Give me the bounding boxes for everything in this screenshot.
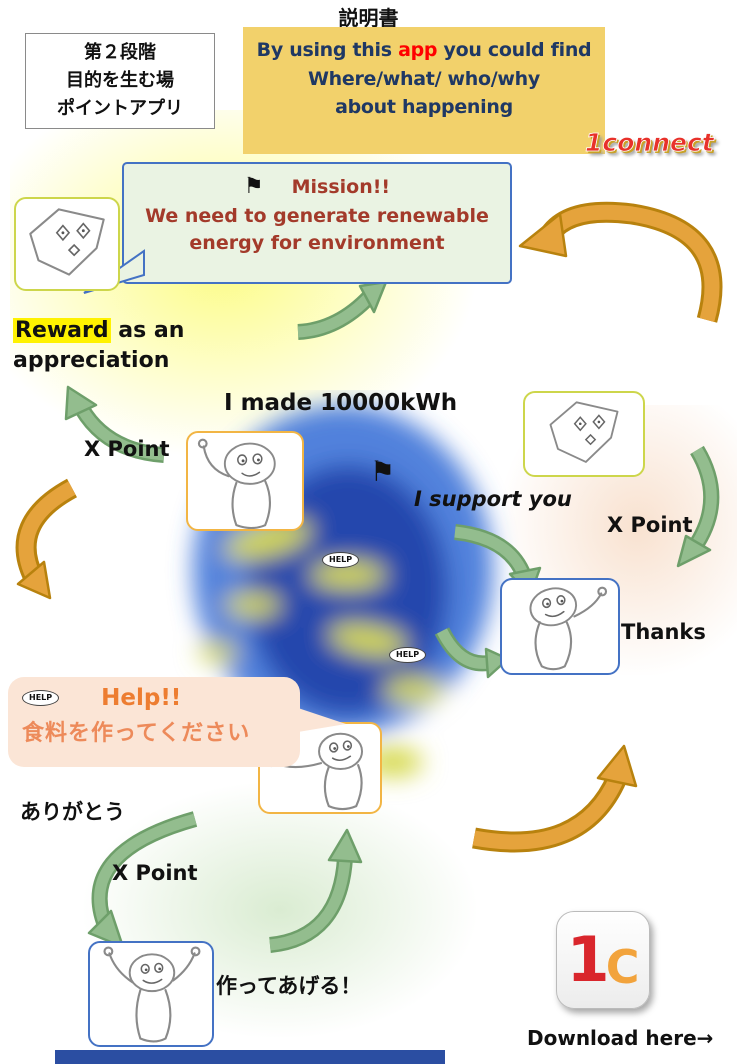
i-support-you-label: I support you: [414, 487, 572, 511]
stage-line-1: 第２段階: [84, 42, 156, 63]
oneconnect-logo: 1connect: [585, 128, 715, 158]
app-icon[interactable]: 1 C: [556, 911, 650, 1009]
banner-line-1: By using this app you could find: [243, 36, 605, 65]
bottom-blue-strip: [55, 1050, 445, 1064]
curved-arrow-green-to-thanks: [434, 627, 510, 679]
creature-character-right: [523, 391, 645, 477]
reward-line-2: appreciation: [13, 347, 170, 373]
help-speech-bubble: HELP Help!! 食料を作ってください: [8, 677, 300, 767]
mission-line-2: energy for environment: [189, 232, 445, 255]
x-point-right-label: X Point: [607, 513, 693, 537]
mission-title: Mission!!: [291, 176, 391, 198]
i-made-label: I made 10000kWh: [224, 390, 458, 416]
download-here-link[interactable]: Download here→: [527, 1026, 714, 1050]
stage-box: 第２段階 目的を生む場 ポイントアプリ: [25, 33, 215, 129]
curved-arrow-orange-top-right: [518, 201, 723, 323]
mission-title-row: ⚑ Mission!!: [124, 171, 510, 203]
food-maker-character: [88, 941, 214, 1047]
page-title: 説明書: [338, 6, 399, 30]
banner-line-2: Where/what/ who/why: [308, 67, 540, 90]
help-title-row: HELP Help!!: [22, 685, 290, 711]
stage-line-3: ポイントアプリ: [57, 97, 183, 119]
help-mini-bubble-1: HELP: [322, 552, 360, 568]
energy-maker-character: [186, 431, 304, 531]
curved-arrow-green-right-edge: [676, 445, 720, 568]
curved-arrow-green-bottom-center: [268, 828, 363, 953]
x-point-bottom-label: X Point: [112, 861, 198, 885]
mission-line-1: We need to generate renewable: [145, 204, 489, 227]
curved-arrow-green-to-reward: [64, 385, 165, 463]
arigatou-label: ありがとう: [20, 800, 125, 824]
help-title: Help!!: [101, 685, 182, 711]
app-icon-1: 1: [566, 923, 610, 996]
reward-highlight: Reward: [13, 318, 111, 343]
curved-arrow-green-to-mission: [297, 280, 388, 340]
help-bubble-tail: [298, 708, 346, 732]
banner-line1-post: you could find: [437, 39, 592, 61]
help-body: 食料を作ってください: [22, 721, 251, 746]
reward-label: Reward as an appreciation: [13, 316, 184, 375]
reward-rest: as an: [110, 318, 185, 343]
thanks-character: [500, 578, 620, 675]
banner-line-3: about happening: [335, 96, 513, 118]
field-flag-icon: ⚑: [370, 455, 396, 488]
help-mini-bubble-2: HELP: [389, 647, 427, 663]
mission-speech-bubble: ⚑ Mission!! We need to generate renewable…: [122, 162, 512, 284]
flag-icon: ⚑: [243, 174, 264, 199]
reward-line-1: Reward as an: [13, 316, 184, 346]
tsukutte-ageru-label: 作ってあげる！: [216, 974, 362, 998]
banner-line1-pre: By using this: [256, 39, 399, 61]
stage-line-2: 目的を生む場: [66, 69, 174, 91]
creature-character-top-left: [14, 197, 120, 291]
curved-arrow-orange-bottom-right: [472, 744, 638, 853]
app-icon-c: C: [605, 940, 640, 994]
banner-app-word: app: [398, 39, 438, 61]
app-description-banner: By using this app you could find Where/w…: [243, 27, 605, 154]
curved-arrow-green-bottom-left: [87, 811, 198, 949]
help-mini-bubble-in-box: HELP: [22, 690, 60, 706]
x-point-left-label: X Point: [84, 437, 170, 461]
curved-arrow-orange-left-down: [15, 478, 78, 600]
thanks-label: Thanks: [621, 620, 706, 644]
